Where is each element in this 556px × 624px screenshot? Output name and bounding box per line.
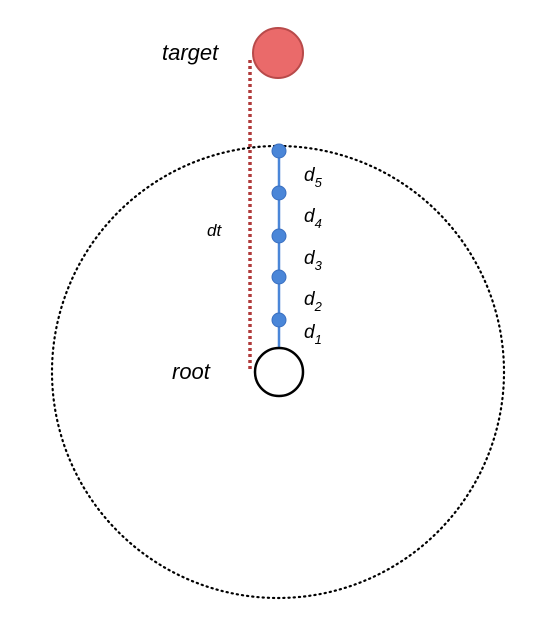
segment-label-d2: d2	[304, 289, 323, 314]
reach-circle	[50, 144, 506, 600]
segment-label-d4: d4	[304, 206, 322, 231]
root-node	[253, 346, 305, 398]
root-label: root	[172, 359, 211, 384]
segment-label-d1: d1	[304, 322, 322, 347]
joint-1	[271, 312, 287, 328]
joint-4	[271, 185, 287, 201]
segment-label-d3: d3	[304, 248, 323, 273]
target-node	[252, 27, 304, 79]
distance-total-label: dt	[207, 221, 222, 240]
joint-3	[271, 228, 287, 244]
joint-5	[271, 143, 287, 159]
segment-label-d5: d5	[304, 165, 323, 190]
joint-2	[271, 269, 287, 285]
target-label: target	[162, 40, 219, 65]
